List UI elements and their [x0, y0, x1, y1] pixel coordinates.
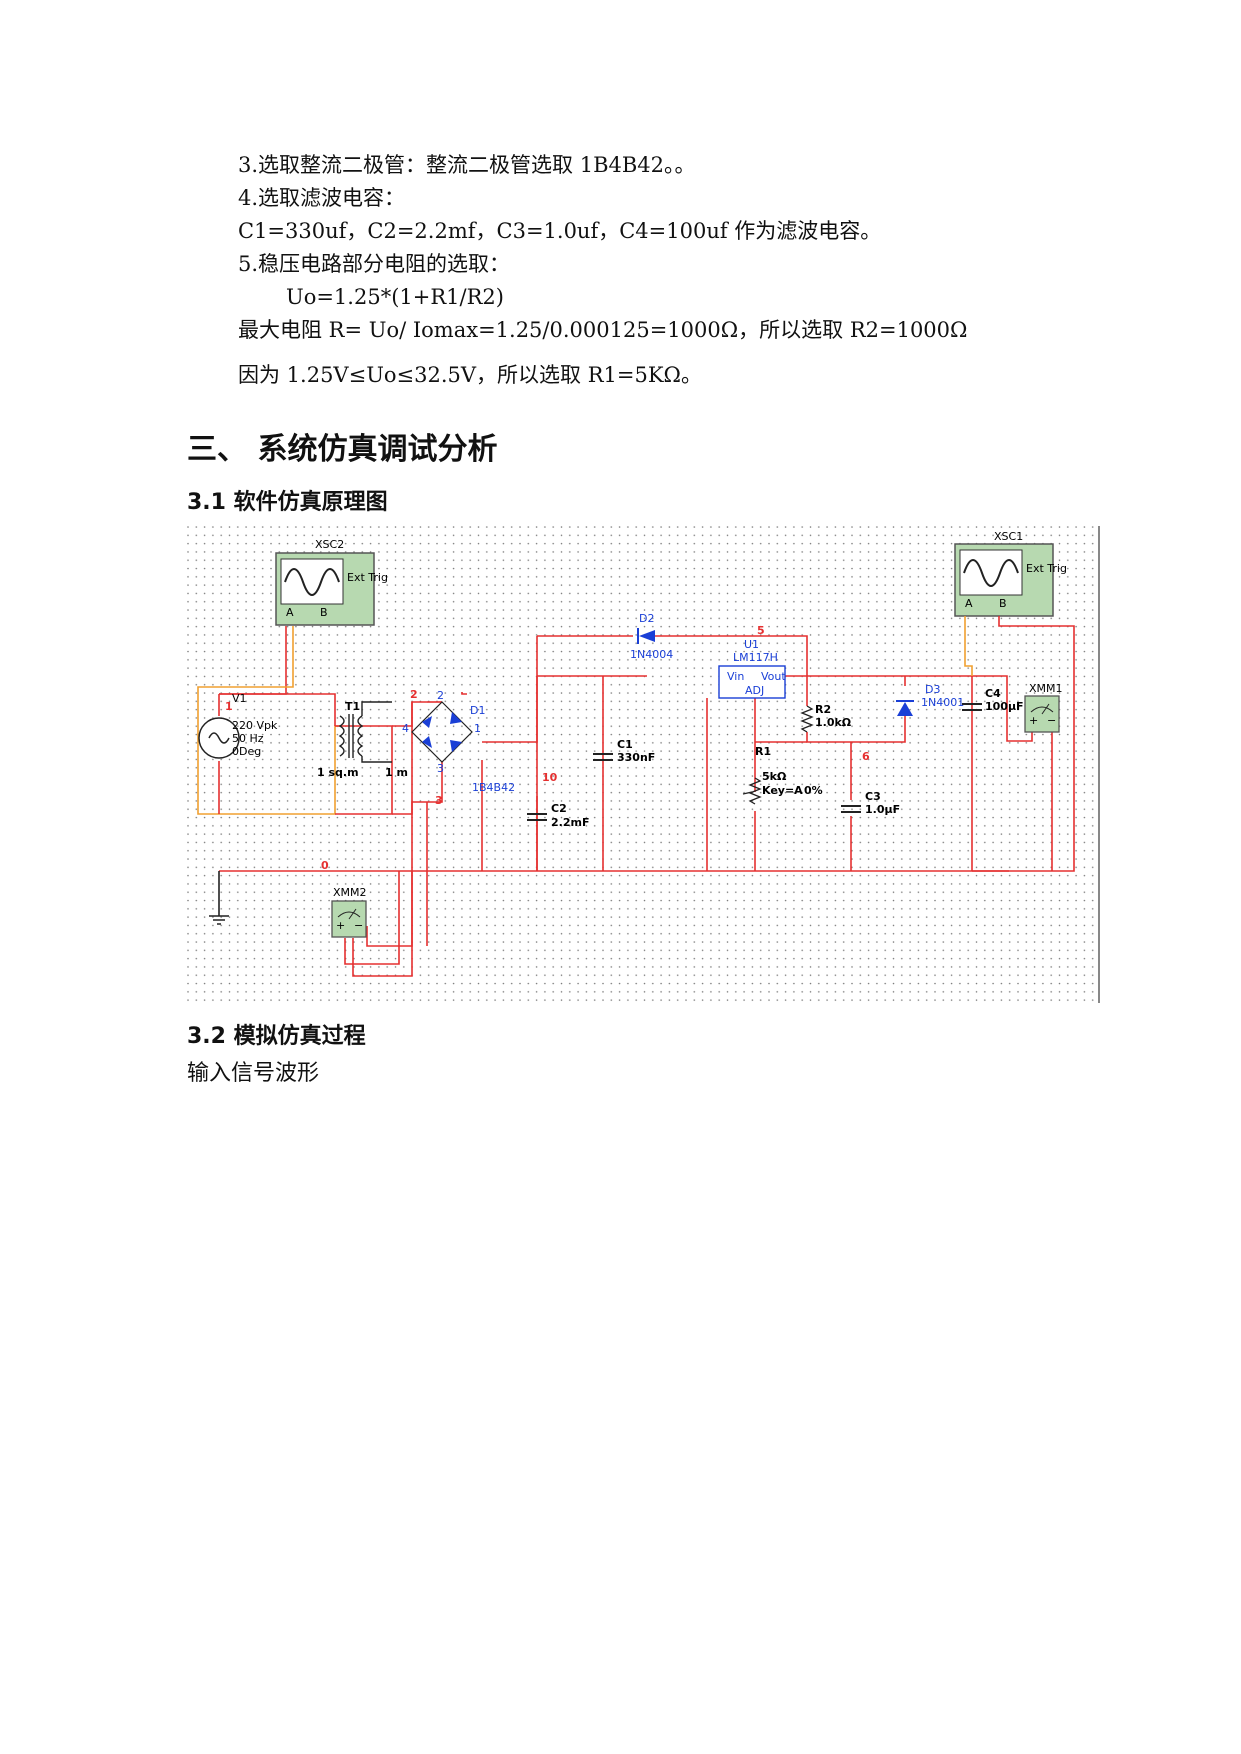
xsc1-ext-trig: Ext Trig: [1026, 562, 1067, 575]
diode-d2[interactable]: D2 1N4004: [630, 612, 673, 661]
t1-secondary: 1 m: [385, 766, 408, 779]
xmm1-label: XMM1: [1029, 682, 1063, 695]
c3-label: C3: [865, 790, 881, 803]
node-labels: 1 2 3 5 6 10 0: [225, 624, 870, 872]
xmm2-plus: +: [336, 919, 345, 932]
u1-vout: Vout: [761, 670, 786, 683]
v1-label: V1: [232, 692, 247, 705]
multimeter-xmm2[interactable]: XMM2 + −: [331, 886, 367, 938]
xmm1-plus: +: [1029, 714, 1038, 727]
u1-part: LM117H: [733, 651, 778, 664]
transformer-t1[interactable]: [338, 701, 392, 763]
c2-value: 2.2mF: [551, 816, 589, 829]
text-line-7: 因为 1.25V≤Uo≤32.5V，所以选取 R1=5KΩ。: [238, 363, 702, 387]
text-line-5: Uo=1.25*(1+R1/R2): [286, 285, 504, 309]
text-line-6: 最大电阻 R= Uo/ Iomax=1.25/0.000125=1000Ω，所以…: [238, 318, 968, 342]
c1-value: 330nF: [617, 751, 655, 764]
node-6: 6: [862, 750, 870, 763]
node-10: 10: [542, 771, 558, 784]
t1-primary: 1 sq.m: [317, 766, 359, 779]
wires: [197, 616, 1075, 977]
xsc2-channel-b: B: [320, 606, 328, 619]
d1-pin2: 2: [437, 689, 444, 702]
input-waveform-text: 输入信号波形: [187, 1061, 320, 1086]
ac-source-v1[interactable]: V1 220 Vpk 50 Hz 0Deg: [198, 692, 278, 759]
d1-pin4: 4: [402, 722, 409, 735]
d1-part: 1B4B42: [472, 781, 515, 794]
u1-adj: ADJ: [745, 684, 764, 697]
xsc2-channel-a: A: [286, 606, 294, 619]
subsection-3-1: 3.1 软件仿真原理图: [187, 490, 388, 515]
node-1: 1: [225, 700, 233, 713]
text-line-3: C1=330uf，C2=2.2mf，C3=1.0uf，C4=100uf 作为滤波…: [238, 219, 882, 243]
c1-label: C1: [617, 738, 633, 751]
diode-d3[interactable]: D3 1N4001: [896, 683, 964, 716]
node-2: 2: [410, 688, 418, 701]
text-line-2: 4.选取滤波电容：: [238, 186, 406, 210]
capacitor-c3[interactable]: C3 1.0µF: [841, 790, 900, 816]
d2-part: 1N4004: [630, 648, 673, 661]
d1-pin1: 1: [474, 722, 481, 735]
regulator-u1[interactable]: Vin Vout ADJ U1 LM117H: [718, 638, 786, 699]
section-title: 三、 系统仿真调试分析: [187, 432, 498, 467]
r1-label: R1: [755, 745, 771, 758]
d3-part: 1N4001: [921, 696, 964, 709]
xsc1-label: XSC1: [994, 530, 1023, 543]
xmm2-minus: −: [354, 919, 363, 932]
xmm2-label: XMM2: [333, 886, 367, 899]
xsc2-label: XSC2: [315, 538, 344, 551]
d2-label: D2: [639, 612, 654, 625]
t1-label: T1: [345, 700, 360, 713]
capacitor-c4[interactable]: C4 100µF: [962, 687, 1024, 713]
text-line-4: 5.稳压电路部分电阻的选取：: [238, 252, 511, 276]
c2-label: C2: [551, 802, 567, 815]
c4-value: 100µF: [985, 700, 1024, 713]
node-0: 0: [321, 859, 329, 872]
xsc1-channel-b: B: [999, 597, 1007, 610]
d1-label: D1: [470, 704, 485, 717]
xsc2-ext-trig: Ext Trig: [347, 571, 388, 584]
c4-label: C4: [985, 687, 1001, 700]
subsection-3-2: 3.2 模拟仿真过程: [187, 1024, 366, 1049]
u1-label: U1: [744, 638, 759, 651]
r1-percent: 0%: [804, 784, 823, 797]
v1-amplitude: 220 Vpk: [232, 719, 278, 732]
c3-value: 1.0µF: [865, 803, 900, 816]
v1-frequency: 50 Hz: [232, 732, 264, 745]
r2-value: 1.0kΩ: [815, 716, 852, 729]
r2-label: R2: [815, 703, 831, 716]
text-line-1: 3.选取整流二极管：整流二极管选取 1B4B42。。: [238, 153, 696, 177]
xsc1-channel-a: A: [965, 597, 973, 610]
ground-symbol: [209, 915, 229, 925]
bridge-rectifier-d1[interactable]: D1 1B4B42 2 1 3 4: [402, 689, 515, 794]
capacitor-c2[interactable]: C2 2.2mF: [527, 802, 589, 829]
resistor-r2[interactable]: R2 1.0kΩ: [800, 703, 852, 733]
circuit-schematic: XSC2 Ext Trig A B XSC1 Ext Trig A B: [187, 526, 1100, 1003]
d3-label: D3: [925, 683, 940, 696]
capacitor-c1[interactable]: C1 330nF: [593, 738, 655, 764]
u1-vin: Vin: [727, 670, 744, 683]
node-5: 5: [757, 624, 765, 637]
oscilloscope-xsc1[interactable]: XSC1 Ext Trig A B: [954, 530, 1067, 617]
multimeter-xmm1[interactable]: XMM1 + −: [1024, 682, 1063, 733]
r1-value: 5kΩ: [762, 770, 787, 783]
xmm1-minus: −: [1047, 714, 1056, 727]
d1-pin3: 3: [437, 762, 444, 775]
node-3: 3: [435, 794, 443, 807]
v1-phase: 0Deg: [232, 745, 261, 758]
oscilloscope-xsc2[interactable]: XSC2 Ext Trig A B: [275, 538, 388, 626]
potentiometer-r1[interactable]: R1 5kΩ Key=A 0%: [742, 745, 823, 805]
r1-key: Key=A: [762, 784, 803, 797]
